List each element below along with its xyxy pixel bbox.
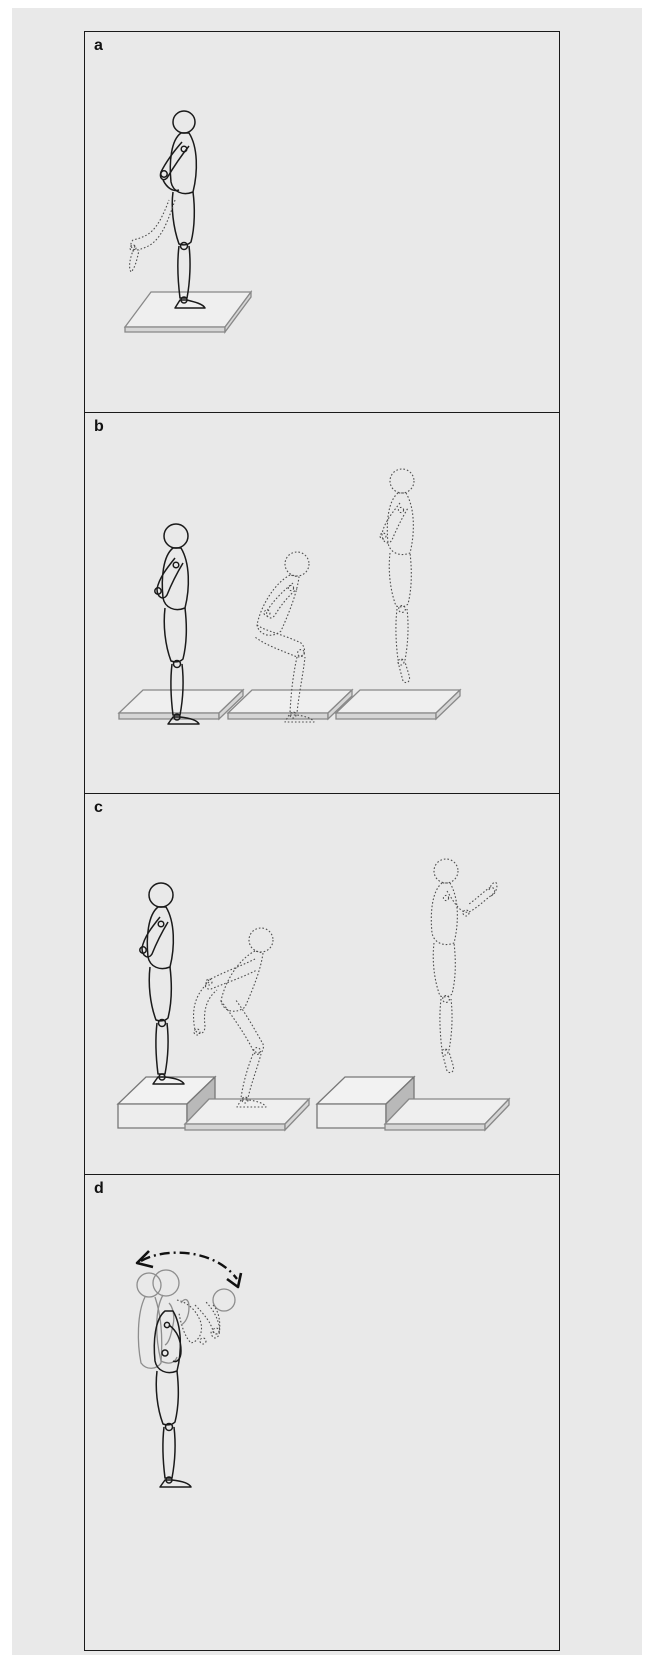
figure-on-box [140, 883, 184, 1084]
trunk-swing-illustration [85, 1175, 561, 1652]
panel-b: b [84, 412, 560, 794]
exercise-figure: a [12, 8, 642, 1655]
panel-d: d [84, 1174, 560, 1651]
single-leg-stand-illustration [85, 32, 561, 414]
figure-ghost-positions [137, 1270, 235, 1368]
figure-single-leg [130, 111, 205, 308]
figure-trunk-swing [154, 1311, 191, 1487]
panel-a: a [84, 31, 560, 413]
force-plate [125, 292, 251, 332]
figure-rebound-jump [431, 859, 497, 1073]
force-plate-3 [336, 690, 460, 719]
countermovement-jump-illustration [85, 413, 561, 795]
drop-jump-illustration [85, 794, 561, 1176]
figure-jump [380, 469, 414, 683]
panel-c: c [84, 793, 560, 1175]
